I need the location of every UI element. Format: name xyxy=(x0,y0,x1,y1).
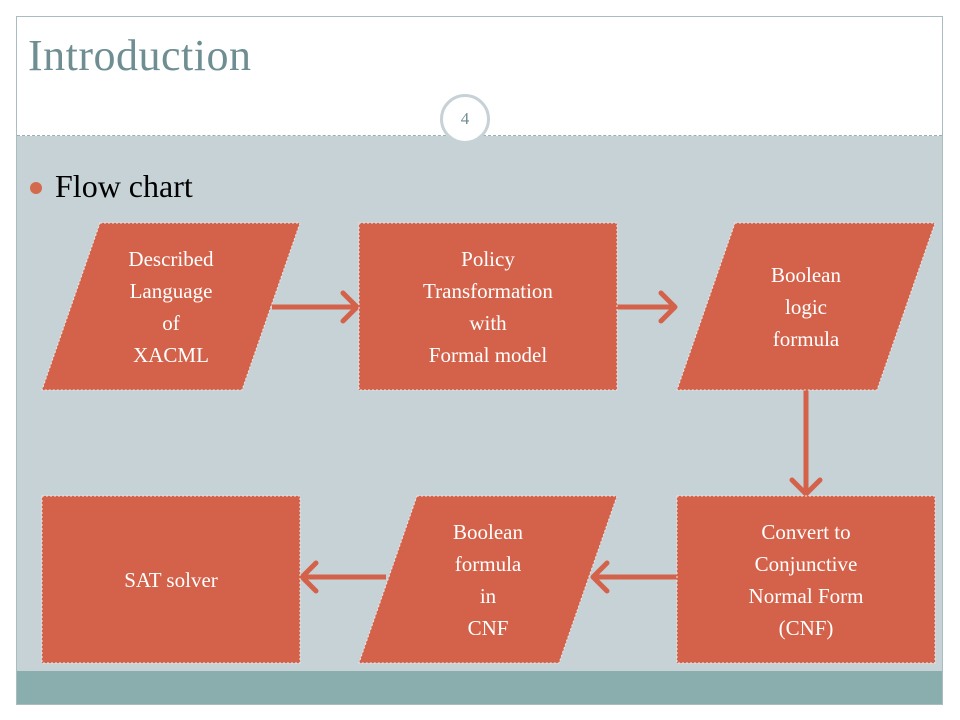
node-label-policy-transformation: Policy Transformation with Formal model xyxy=(423,246,553,367)
node-shape-sat-solver xyxy=(41,495,301,664)
bullet-marker xyxy=(30,182,42,194)
node-label-boolean-logic-formula: Boolean logic formula xyxy=(771,262,841,351)
arrowhead-1 xyxy=(658,290,678,324)
node-label-boolean-formula-cnf: Boolean formula in CNF xyxy=(453,519,523,640)
node-shape-described-language xyxy=(41,222,301,391)
footer-band xyxy=(17,671,942,704)
page-title: Introduction xyxy=(28,31,252,80)
nodes-layer xyxy=(41,222,936,664)
bullet-text: Flow chart xyxy=(55,168,193,204)
arrowhead-4 xyxy=(299,560,319,594)
page-number-badge: 4 xyxy=(440,94,490,144)
arrowhead-3 xyxy=(590,560,610,594)
node-shape-boolean-formula-cnf xyxy=(358,495,618,664)
node-shape-convert-to-cnf xyxy=(676,495,936,664)
node-label-sat-solver: SAT solver xyxy=(124,567,218,592)
node-shape-boolean-logic-formula xyxy=(676,222,936,391)
node-label-convert-to-cnf: Convert to Conjunctive Normal Form (CNF) xyxy=(748,519,864,640)
node-label-described-language: Described Language of XACML xyxy=(128,246,214,367)
node-shape-policy-transformation xyxy=(358,222,618,391)
arrowhead-0 xyxy=(340,290,360,324)
arrowhead-2 xyxy=(789,477,823,497)
